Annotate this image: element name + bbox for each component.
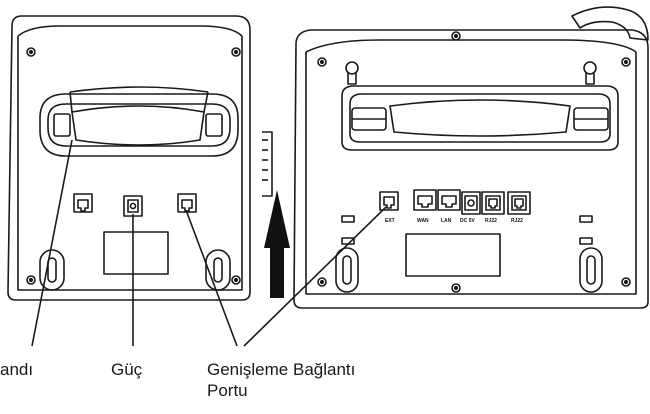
port-label-wan: WAN xyxy=(417,218,429,224)
port-label-lan: LAN xyxy=(441,218,452,224)
label-power: Güç xyxy=(111,360,142,379)
label-handset-hook: andı xyxy=(0,360,33,379)
label-expansion-line2: Portu xyxy=(207,381,248,400)
port-label-ext: EXT xyxy=(385,218,395,224)
port-label-rj22-b: RJ22 xyxy=(511,218,523,224)
side-bracket xyxy=(262,132,272,196)
arrow-up-icon xyxy=(264,190,290,298)
left-phone-body xyxy=(8,16,250,300)
port-label-dc: DC 5V xyxy=(460,218,475,224)
label-expansion-line1: Genişleme Bağlantı xyxy=(207,360,355,379)
port-label-rj22-a: RJ22 xyxy=(485,218,497,224)
